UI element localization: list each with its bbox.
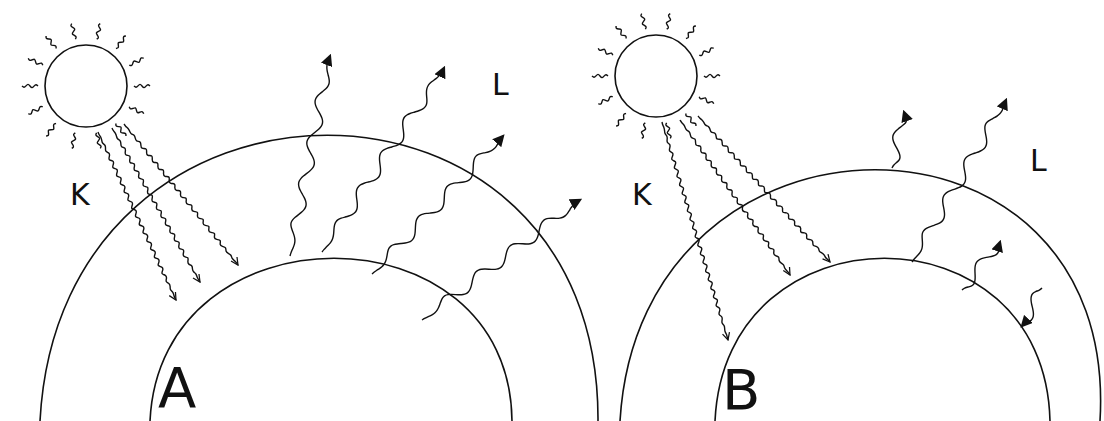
shortwave-arrow xyxy=(698,116,830,262)
shortwave-arrow xyxy=(124,124,238,265)
sun-ray xyxy=(71,24,76,40)
longwave-arrow xyxy=(422,200,580,320)
sun-ray xyxy=(96,24,100,40)
sun-ray xyxy=(46,124,56,137)
radiation-label: K xyxy=(632,180,652,210)
sun-ray xyxy=(641,14,646,30)
longwave-arrow xyxy=(290,56,330,256)
sun-ray xyxy=(134,84,150,87)
longwave-arrow xyxy=(322,68,444,252)
panel-label: B xyxy=(722,362,760,418)
sun-ray xyxy=(699,97,713,104)
sun-ray xyxy=(686,26,696,39)
shortwave-arrow xyxy=(98,132,176,300)
sun-ray xyxy=(686,114,696,127)
sun-ray xyxy=(598,48,612,55)
radiation-label: L xyxy=(1030,146,1047,176)
earth-outline xyxy=(715,258,1050,421)
sun-ray xyxy=(616,26,626,39)
atmosphere-outline xyxy=(40,135,598,421)
longwave-arrow xyxy=(892,112,906,168)
sun-ray xyxy=(699,48,713,56)
sun-ray xyxy=(22,84,38,87)
longwave-arrow xyxy=(962,242,1000,290)
radiation-label: K xyxy=(70,180,90,210)
sun-ray xyxy=(28,58,42,65)
sun-ray xyxy=(116,36,126,49)
sun-ray xyxy=(666,14,670,30)
sun-ray xyxy=(28,106,42,114)
sun-ray xyxy=(616,114,626,127)
atmosphere-outline xyxy=(620,170,1101,421)
sun-ray xyxy=(129,58,143,66)
sun-ray xyxy=(96,133,101,149)
longwave-arrow xyxy=(1022,288,1042,326)
radiation-label: L xyxy=(492,70,509,100)
radiation-arrows xyxy=(22,14,1042,340)
sun-ray xyxy=(704,74,720,77)
shortwave-arrow xyxy=(112,128,200,282)
sun-ray xyxy=(592,74,608,77)
sun-ray xyxy=(641,123,645,139)
sun-ray xyxy=(598,96,612,104)
panel-label: A xyxy=(158,360,196,416)
longwave-arrow xyxy=(372,136,503,274)
shortwave-arrow xyxy=(680,120,790,275)
sun-ray xyxy=(46,36,56,49)
shortwave-arrow xyxy=(662,122,728,340)
sun-ray xyxy=(129,107,143,114)
sun-symbol xyxy=(45,45,127,127)
longwave-arrow xyxy=(912,100,1006,262)
sun-symbol xyxy=(615,35,697,117)
sun-ray xyxy=(71,133,75,149)
earth-outline xyxy=(150,258,512,421)
